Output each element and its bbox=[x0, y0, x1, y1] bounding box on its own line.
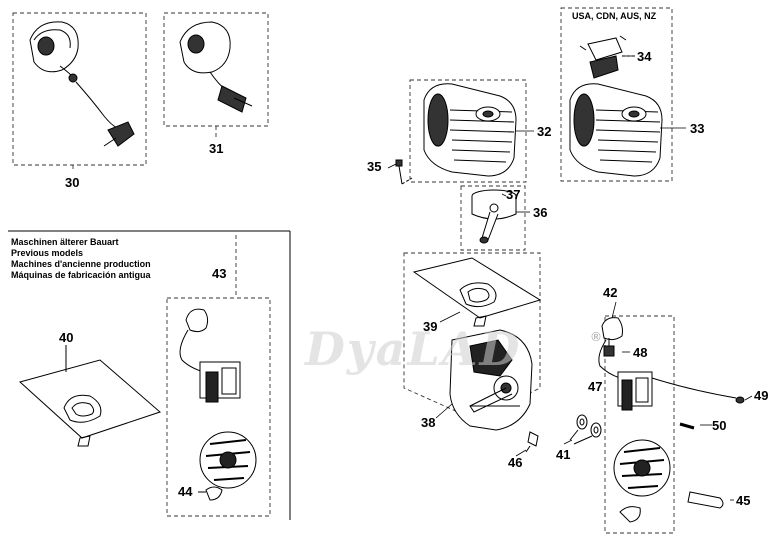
callout-47: 47 bbox=[588, 379, 603, 394]
callout-38: 38 bbox=[421, 415, 436, 430]
part-32-cylinder bbox=[423, 83, 517, 177]
callout-43: 43 bbox=[212, 266, 227, 281]
callout-32: 32 bbox=[537, 124, 552, 139]
part-36-piston bbox=[471, 189, 517, 244]
box-ignition-new bbox=[604, 315, 675, 534]
box-crankcase-38 bbox=[403, 252, 541, 421]
registered-mark: ® bbox=[590, 330, 602, 344]
callout-30: 30 bbox=[65, 175, 80, 190]
callout-45: 45 bbox=[736, 493, 751, 508]
callout-40: 40 bbox=[59, 330, 74, 345]
group-boxes bbox=[12, 7, 675, 534]
callout-42: 42 bbox=[603, 285, 618, 300]
part-30-drawing bbox=[29, 21, 135, 147]
part-39-gasket bbox=[412, 257, 542, 327]
part-34-shield bbox=[579, 35, 636, 79]
leader-lines bbox=[387, 55, 753, 501]
callout-49: 49 bbox=[754, 388, 769, 403]
regional-note: USA, CDN, AUS, NZ bbox=[572, 11, 657, 21]
box-assembly-30 bbox=[12, 12, 147, 166]
part-ignition-new bbox=[598, 317, 745, 523]
callout-36: 36 bbox=[533, 205, 548, 220]
callout-41: 41 bbox=[556, 447, 571, 462]
callout-48: 48 bbox=[633, 345, 648, 360]
part-31-drawing bbox=[179, 21, 253, 113]
callout-34: 34 bbox=[637, 49, 652, 64]
box-cylinder-33 bbox=[560, 7, 673, 182]
callout-44: 44 bbox=[178, 484, 193, 499]
box-piston-36 bbox=[460, 185, 526, 251]
part-40-gasket bbox=[18, 345, 161, 447]
callout-39: 39 bbox=[423, 319, 438, 334]
spark-plug-48 bbox=[603, 345, 615, 357]
callout-31: 31 bbox=[209, 141, 224, 156]
callout-35: 35 bbox=[367, 159, 382, 174]
legacy-note-de: Maschinen älterer Bauart bbox=[11, 237, 119, 247]
part-46-pin bbox=[525, 431, 539, 453]
part-35-screw bbox=[395, 159, 413, 185]
part-38-crankcase bbox=[449, 329, 533, 431]
callout-50: 50 bbox=[712, 418, 727, 433]
legacy-note-es: Máquinas de fabricación antigua bbox=[11, 270, 151, 280]
callout-46: 46 bbox=[508, 455, 523, 470]
legacy-note-en: Previous models bbox=[11, 248, 84, 258]
part-41-washers bbox=[569, 414, 602, 445]
part-33-cylinder bbox=[569, 83, 663, 177]
callout-37: 37 bbox=[506, 187, 521, 202]
part-43-ignition bbox=[179, 308, 257, 501]
box-ignition-43 bbox=[166, 297, 271, 517]
callout-33: 33 bbox=[690, 121, 705, 136]
watermark-logo: DyaLAD bbox=[305, 322, 522, 376]
legacy-note-fr: Machines d'ancienne production bbox=[11, 259, 151, 269]
box-cylinder-32 bbox=[409, 79, 527, 183]
